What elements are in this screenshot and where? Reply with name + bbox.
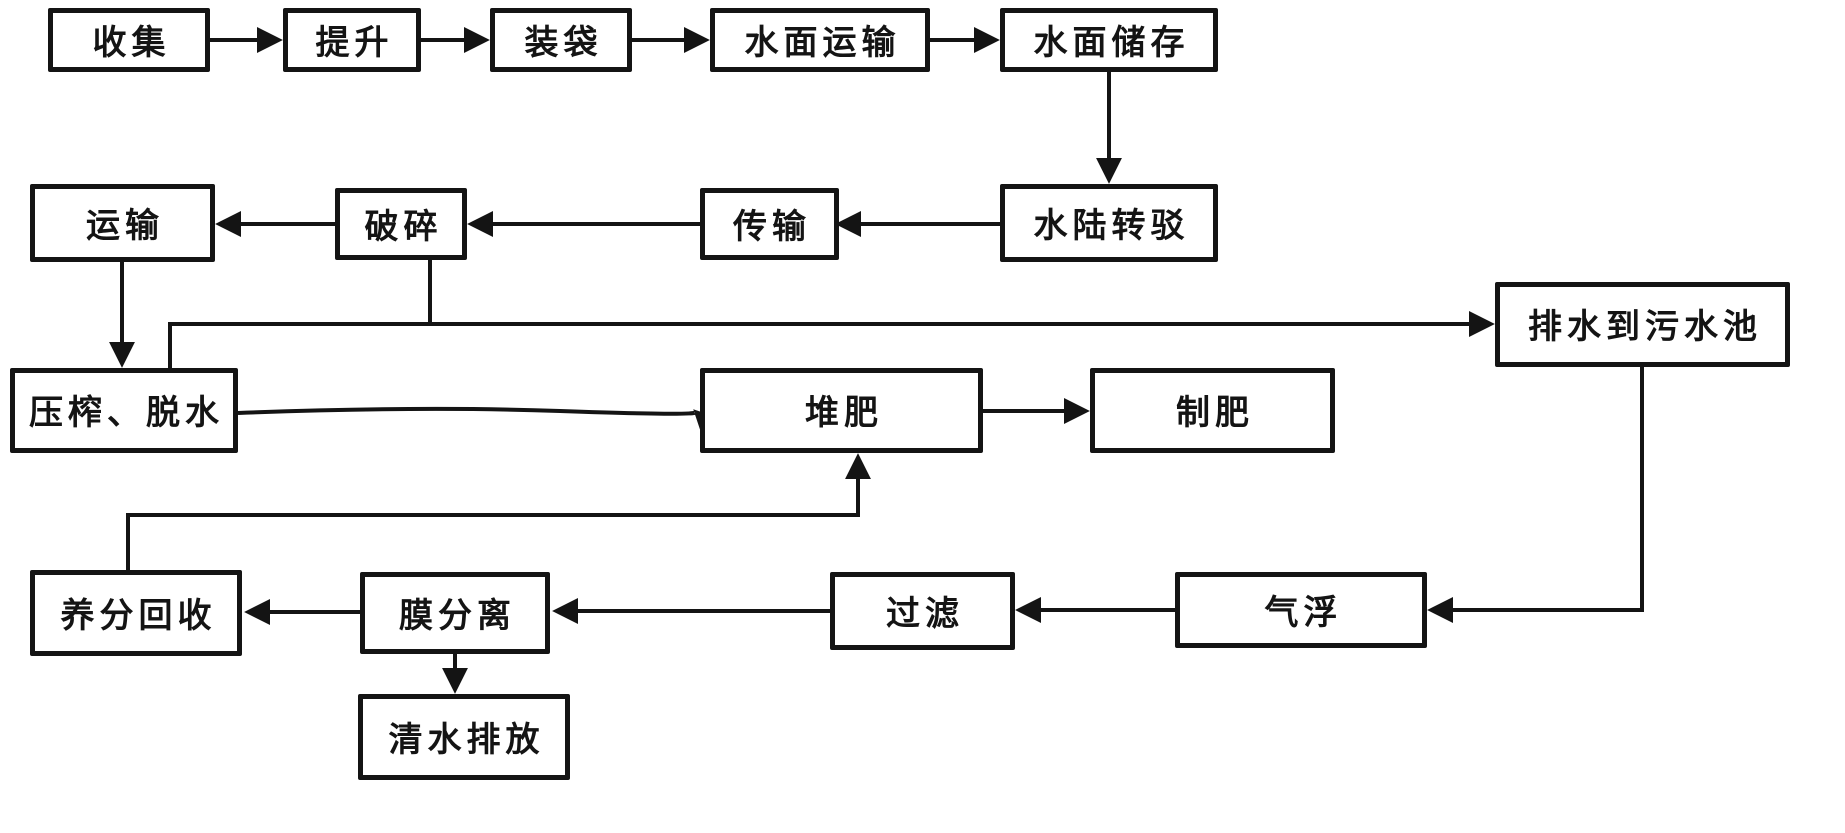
node-water-storage: 水面储存 (1000, 8, 1218, 72)
node-filtration: 过滤 (830, 572, 1015, 650)
node-filtration-label: 过滤 (886, 593, 964, 634)
edge-press-composting (237, 406, 721, 437)
node-clean-water-discharge: 清水排放 (358, 694, 570, 780)
node-transport-label: 运输 (86, 205, 164, 246)
node-lift-label: 提升 (315, 22, 394, 63)
node-drain-to-sewage-label: 排水到污水池 (1528, 307, 1762, 347)
node-nutrient-recovery: 养分回收 (30, 570, 242, 656)
node-transport: 运输 (30, 184, 215, 262)
edge-nutrient-composting (126, 453, 871, 570)
node-fertilizer-making-label: 制肥 (1176, 393, 1254, 433)
node-collect: 收集 (48, 8, 210, 72)
node-water-land-transfer-label: 水陆转驳 (1033, 205, 1190, 246)
node-water-transport-label: 水面运输 (744, 22, 901, 63)
node-crushing: 破碎 (335, 188, 467, 260)
node-fertilizer-making: 制肥 (1090, 368, 1335, 453)
edge-press-drain (168, 311, 1495, 368)
node-membrane-separation: 膜分离 (360, 572, 550, 654)
node-bagging-label: 装袋 (524, 22, 603, 63)
node-water-storage-label: 水面储存 (1033, 22, 1190, 63)
node-conveying: 传输 (700, 188, 839, 260)
node-press-dewater: 压榨、脱水 (10, 368, 238, 453)
node-membrane-separation-label: 膜分离 (399, 595, 516, 636)
node-water-land-transfer: 水陆转驳 (1000, 184, 1218, 262)
node-drain-to-sewage: 排水到污水池 (1495, 282, 1790, 367)
edge-drain-airflotation (1427, 367, 1644, 623)
node-clean-water-discharge-label: 清水排放 (388, 719, 545, 760)
node-composting: 堆肥 (700, 368, 983, 453)
node-conveying-label: 传输 (733, 206, 811, 247)
node-crushing-label: 破碎 (364, 206, 443, 247)
node-composting-label: 堆肥 (805, 393, 883, 433)
node-bagging: 装袋 (490, 8, 632, 72)
node-lift: 提升 (283, 8, 421, 72)
node-nutrient-recovery-label: 养分回收 (60, 595, 217, 636)
node-collect-label: 收集 (92, 22, 171, 63)
node-press-dewater-label: 压榨、脱水 (29, 393, 224, 433)
node-air-flotation: 气浮 (1175, 572, 1427, 648)
node-water-transport: 水面运输 (710, 8, 930, 72)
node-air-flotation-label: 气浮 (1264, 592, 1343, 633)
